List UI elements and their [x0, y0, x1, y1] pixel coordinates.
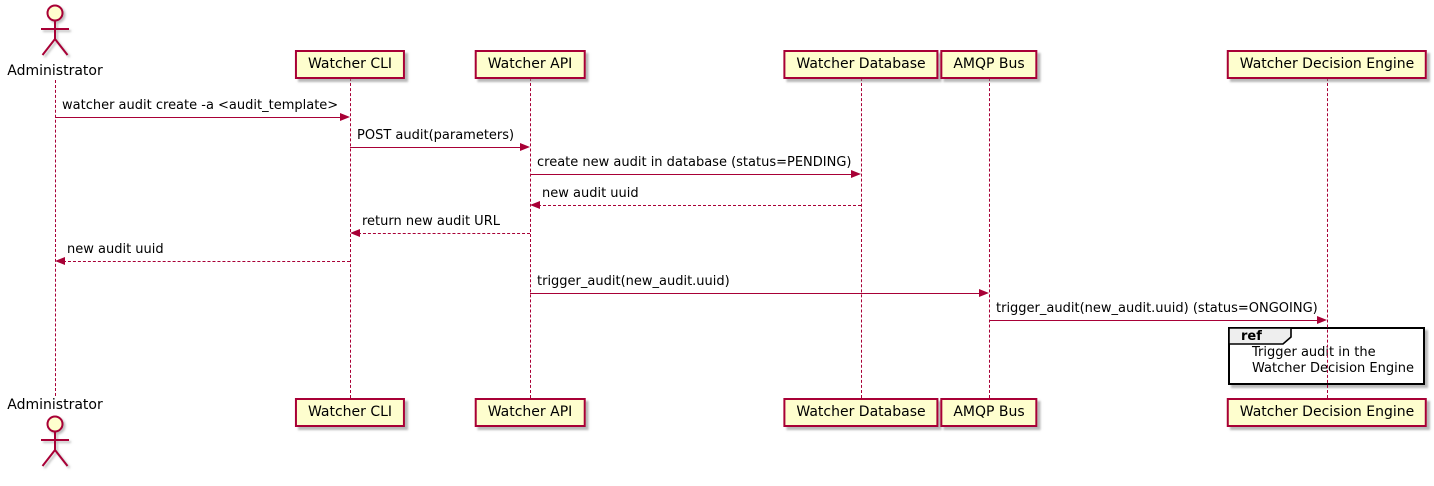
- lifeline-watcher-decision-engine: [1327, 78, 1328, 398]
- ref-keyword: ref: [1241, 329, 1262, 344]
- message-label: return new audit URL: [362, 214, 500, 229]
- actor-figure-bottom: [27, 413, 83, 471]
- actor-label-top: Administrator: [7, 63, 103, 79]
- message-label: new audit uuid: [67, 242, 164, 257]
- message-label: POST audit(parameters): [357, 128, 515, 143]
- participant-watcher-api-top: Watcher API: [474, 50, 586, 79]
- participant-watcher-database-top: Watcher Database: [783, 50, 939, 79]
- ref-fragment: ref Trigger audit in the Watcher Decisio…: [1228, 327, 1425, 385]
- message-label: create new audit in database (status=PEN…: [537, 155, 852, 170]
- participant-watcher-decision-engine-bottom: Watcher Decision Engine: [1226, 398, 1428, 427]
- ref-tag-shape: [1228, 327, 1292, 345]
- participant-amqp-bus-top: AMQP Bus: [940, 50, 1038, 79]
- ref-text-line: Watcher Decision Engine: [1252, 361, 1414, 376]
- actor-stick-figure-icon: [41, 415, 69, 467]
- message-arrowhead: [340, 113, 350, 121]
- actor-stick-figure-icon: [41, 4, 69, 56]
- lifeline-watcher-cli: [350, 78, 351, 398]
- participant-watcher-api-bottom: Watcher API: [474, 398, 586, 427]
- participant-amqp-bus-bottom: AMQP Bus: [940, 398, 1038, 427]
- lifeline-administrator: [55, 80, 56, 396]
- message-label: trigger_audit(new_audit.uuid) (status=ON…: [996, 301, 1318, 316]
- lifeline-watcher-api: [530, 78, 531, 398]
- message-line: [989, 320, 1319, 321]
- participant-watcher-database-bottom: Watcher Database: [783, 398, 939, 427]
- message-line: [530, 293, 981, 294]
- message-arrowhead: [520, 143, 530, 151]
- participant-watcher-decision-engine-top: Watcher Decision Engine: [1226, 50, 1428, 79]
- message-label: trigger_audit(new_audit.uuid): [537, 274, 730, 289]
- actor-figure-top: [27, 2, 83, 60]
- message-arrowhead: [1317, 316, 1327, 324]
- message-line: [350, 147, 522, 148]
- lifeline-amqp-bus: [989, 78, 990, 398]
- ref-text-line: Trigger audit in the: [1252, 345, 1376, 360]
- participant-watcher-cli-top: Watcher CLI: [294, 50, 406, 79]
- message-line: [538, 205, 861, 206]
- message-arrowhead: [851, 170, 861, 178]
- message-line: [530, 174, 853, 175]
- message-label: watcher audit create -a <audit_template>: [62, 98, 339, 113]
- lifeline-watcher-database: [861, 78, 862, 398]
- participant-watcher-cli-bottom: Watcher CLI: [294, 398, 406, 427]
- message-arrowhead: [979, 289, 989, 297]
- message-line: [63, 261, 350, 262]
- message-label: new audit uuid: [542, 186, 639, 201]
- message-line: [358, 233, 530, 234]
- message-arrowhead: [55, 257, 65, 265]
- message-arrowhead: [350, 229, 360, 237]
- actor-label-bottom: Administrator: [7, 397, 103, 413]
- message-arrowhead: [530, 201, 540, 209]
- message-line: [55, 117, 342, 118]
